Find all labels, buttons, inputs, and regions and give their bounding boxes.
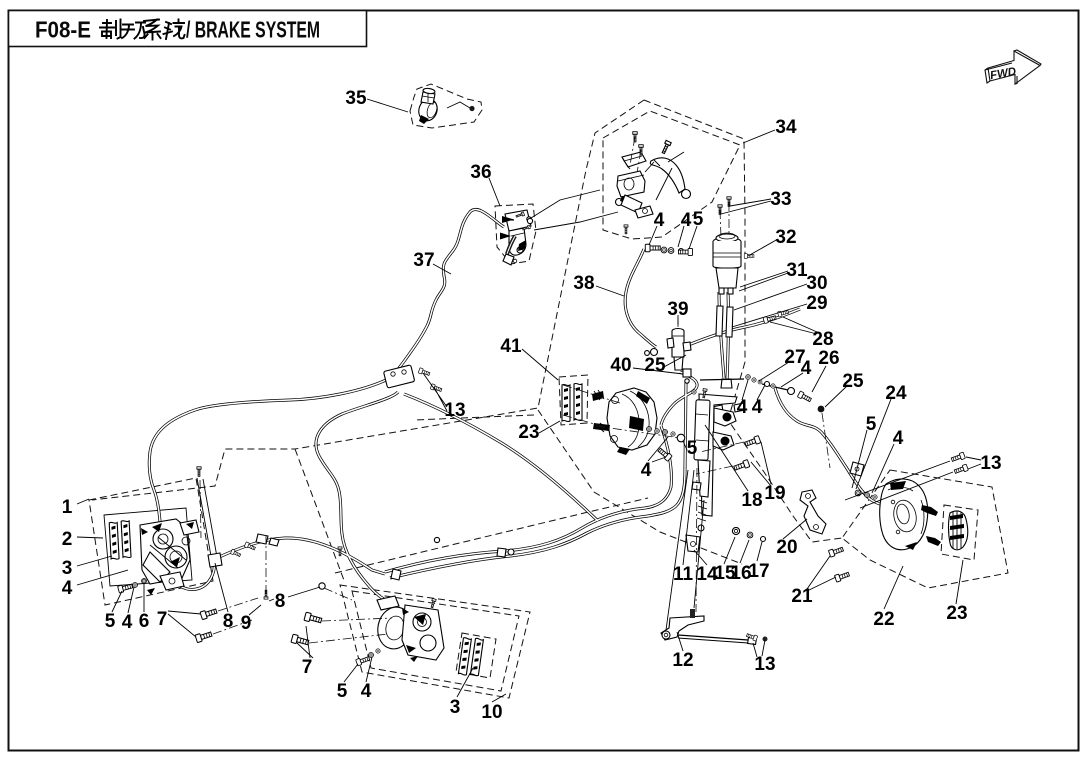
svg-text:28: 28: [812, 329, 833, 350]
svg-text:18: 18: [741, 490, 762, 511]
svg-text:20: 20: [776, 537, 797, 558]
svg-text:25: 25: [842, 371, 864, 392]
svg-text:4: 4: [801, 358, 812, 379]
svg-text:8: 8: [275, 591, 286, 612]
svg-text:40: 40: [610, 355, 631, 376]
svg-text:8: 8: [223, 611, 234, 632]
svg-text:FWD: FWD: [989, 66, 1017, 82]
svg-text:7: 7: [302, 657, 313, 678]
svg-text:19: 19: [764, 483, 785, 504]
svg-text:31: 31: [786, 260, 808, 281]
svg-text:3: 3: [62, 558, 73, 579]
svg-text:27: 27: [784, 347, 805, 368]
svg-text:21: 21: [791, 586, 813, 607]
svg-text:4: 4: [893, 428, 904, 449]
svg-text:5: 5: [337, 681, 348, 702]
svg-text:23: 23: [518, 422, 539, 443]
svg-text:4: 4: [752, 397, 763, 418]
svg-text:10: 10: [481, 702, 502, 723]
svg-text:13: 13: [980, 453, 1001, 474]
svg-text:24: 24: [885, 383, 907, 404]
svg-text:4: 4: [361, 681, 372, 702]
svg-text:33: 33: [770, 189, 791, 210]
svg-text:38: 38: [573, 273, 594, 294]
svg-text:11: 11: [673, 564, 694, 585]
svg-text:41: 41: [500, 336, 522, 357]
svg-text:16: 16: [730, 563, 751, 584]
svg-text:23: 23: [946, 603, 967, 624]
svg-text:5: 5: [866, 414, 877, 435]
svg-text:35: 35: [345, 88, 367, 109]
svg-text:34: 34: [775, 117, 797, 138]
svg-text:22: 22: [873, 609, 894, 630]
svg-text:39: 39: [667, 299, 688, 320]
svg-text:12: 12: [672, 650, 693, 671]
svg-text:15: 15: [714, 563, 736, 584]
svg-text:13: 13: [754, 654, 775, 675]
svg-text:2: 2: [62, 529, 73, 550]
svg-text:5: 5: [687, 438, 698, 459]
svg-text:6: 6: [139, 611, 150, 632]
svg-text:17: 17: [748, 561, 769, 582]
svg-text:1: 1: [62, 497, 73, 518]
svg-text:5: 5: [105, 611, 116, 632]
svg-text:14: 14: [696, 564, 718, 585]
svg-text:4: 4: [654, 210, 665, 231]
svg-text:5: 5: [693, 209, 704, 230]
svg-text:4: 4: [737, 397, 748, 418]
svg-text:32: 32: [775, 227, 796, 248]
svg-text:9: 9: [241, 613, 252, 634]
svg-text:4: 4: [641, 460, 652, 481]
svg-text:F08-E: F08-E: [35, 17, 91, 43]
svg-text:26: 26: [818, 348, 839, 369]
svg-text:4: 4: [122, 612, 133, 633]
svg-text:36: 36: [470, 162, 491, 183]
svg-text:4: 4: [62, 578, 73, 599]
svg-text:37: 37: [413, 250, 434, 271]
svg-text:13: 13: [444, 400, 465, 421]
svg-text:29: 29: [806, 293, 827, 314]
svg-text:30: 30: [806, 273, 827, 294]
svg-text:4: 4: [681, 210, 692, 231]
svg-text:3: 3: [450, 697, 461, 718]
svg-text:/ BRAKE SYSTEM: / BRAKE SYSTEM: [186, 17, 320, 43]
svg-text:25: 25: [644, 355, 666, 376]
svg-text:7: 7: [157, 609, 168, 630]
